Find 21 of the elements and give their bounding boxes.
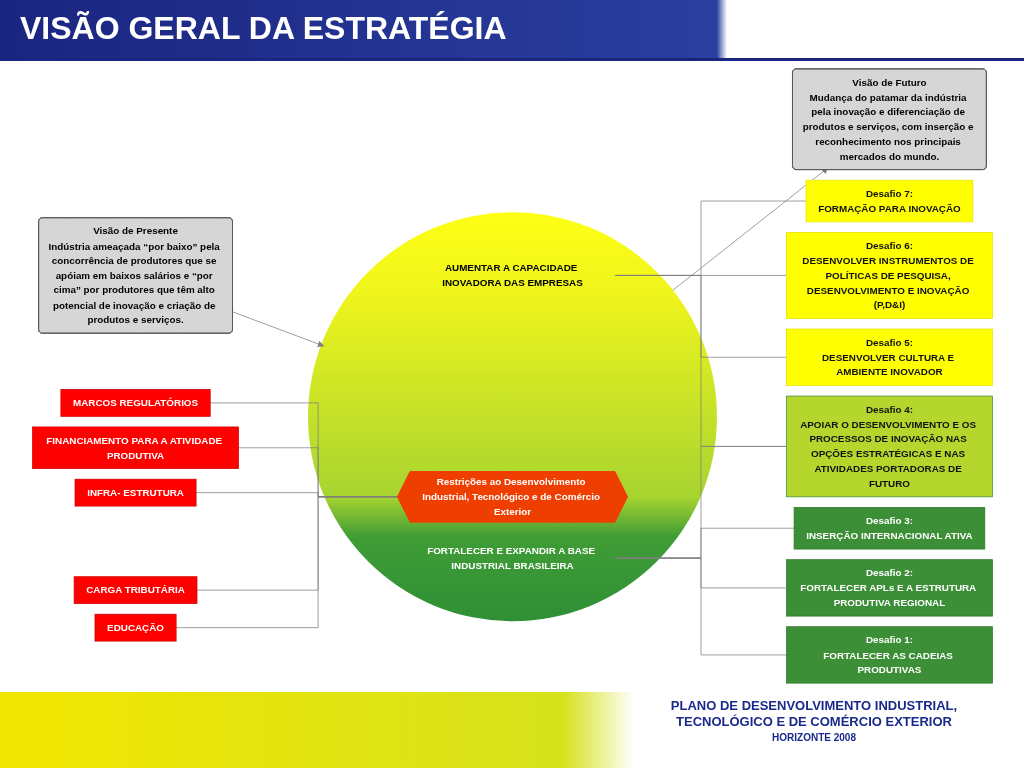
node-box: Desafio 5: DESENVOLVER CULTURA E AMBIENTE INOVADOR	[785, 328, 993, 386]
node-box: Desafio 3: INSERÇÃO INTERNACIONAL ATIVA	[793, 507, 985, 550]
node-box: EDUCAÇÃO	[94, 613, 176, 642]
node-box: CARGA TRIBUTÁRIA	[73, 576, 197, 604]
title: VISÃO GERAL DA ESTRATÉGIA	[20, 10, 507, 47]
cluster	[307, 212, 717, 622]
node-box: Desafio 2: FORTALECER APLs E A ESTRUTURA PRODUTIVA REGIONAL	[785, 559, 993, 617]
node-text: FORTALECER E EXPANDIR A BASE INDUSTRIAL BRASILEIRA	[426, 544, 595, 571]
footer-label: HORIZONTE 2008	[771, 731, 857, 745]
connector	[209, 402, 398, 498]
node-box: MARCOS REGULATÓRIOS	[60, 389, 211, 417]
node-box: Desafio 6: DESENVOLVER INSTRUMENTOS DE POLÍTICAS DE PESQUISA, DESENVOLVIMENTO E INOVAÇÃO (P,D&I)	[785, 232, 993, 319]
node-text: AUMENTAR A CAPACIDADE INOVADORA DAS EMPRESAS	[441, 262, 583, 289]
footer-label: PLANO DE DESENVOLVIMENTO INDUSTRIAL, TECNOLÓGICO E DE COMÉRCIO EXTERIOR	[669, 698, 959, 730]
node-box: FINANCIAMENTO PARA A ATIVIDADE PRODUTIVA	[31, 426, 239, 469]
node-box: Desafio 1: FORTALECER AS CADEIAS PRODUTIVAS	[785, 626, 993, 684]
node-box: INFRA- ESTRUTURA	[74, 478, 196, 507]
node-box: Desafio 4: APOIAR O DESENVOLVIMENTO E OS PROCESSOS DE INOVAÇÃO NAS OPÇÕES ESTRATÉGICAS E NAS ATIVIDADES PORTADORAS DE FUTURO	[785, 395, 993, 498]
connector	[614, 446, 787, 559]
connector	[614, 200, 806, 276]
node-box: Desafio 7: FORMAÇÃO PARA INOVAÇÃO	[805, 179, 973, 223]
